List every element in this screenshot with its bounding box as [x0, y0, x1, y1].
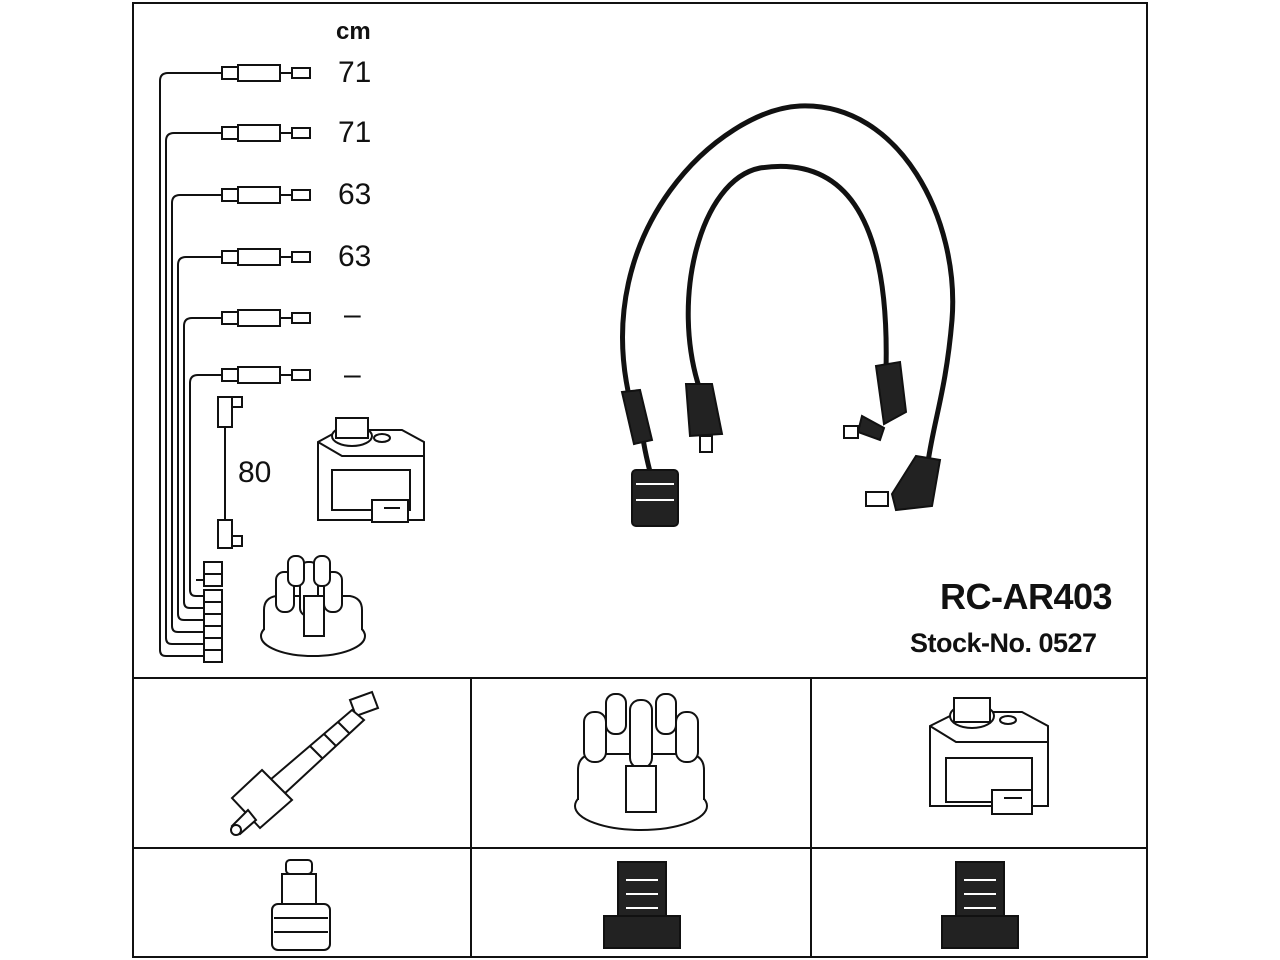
ignition-coil-icon: [929, 697, 1049, 815]
distributor-cap-small-icon: [260, 555, 366, 657]
lead-length-5: –: [344, 298, 361, 331]
lead-connector-2: [221, 124, 311, 142]
lead-connectors: [203, 64, 311, 663]
distributor-cap-icon: [574, 693, 708, 831]
lead-length-3: 63: [338, 178, 372, 211]
diagram-frame: [132, 2, 1148, 958]
ignition-cables: [620, 103, 956, 483]
lead-length-1: 71: [338, 56, 372, 89]
wiring-schematic: [159, 72, 222, 657]
unit-label: cm: [336, 18, 371, 45]
cap-terminal-icon: [603, 861, 681, 949]
lead-length-2: 71: [338, 116, 372, 149]
lead-length-6: –: [344, 358, 361, 391]
product-code: RC-AR403: [940, 576, 1113, 617]
lead-connector-3: [221, 186, 311, 204]
coil-terminal-icon: [941, 861, 1019, 949]
lead-connector-6: [221, 366, 311, 384]
ignition-coil-small-icon: [317, 417, 425, 523]
lead-connector-4: [221, 248, 311, 266]
cable-boots: [620, 360, 942, 527]
lead-connector-5: [221, 309, 311, 327]
plug-terminal-icon: [271, 859, 331, 951]
spark-plug-icon: [230, 690, 380, 836]
lead-connector-1: [221, 64, 311, 82]
coil-lead-length: 80: [238, 456, 272, 489]
lead-length-4: 63: [338, 240, 372, 273]
stock-number: Stock-No. 0527: [910, 628, 1097, 658]
panel-grid: [132, 677, 1148, 958]
coil-lead: [217, 396, 243, 549]
